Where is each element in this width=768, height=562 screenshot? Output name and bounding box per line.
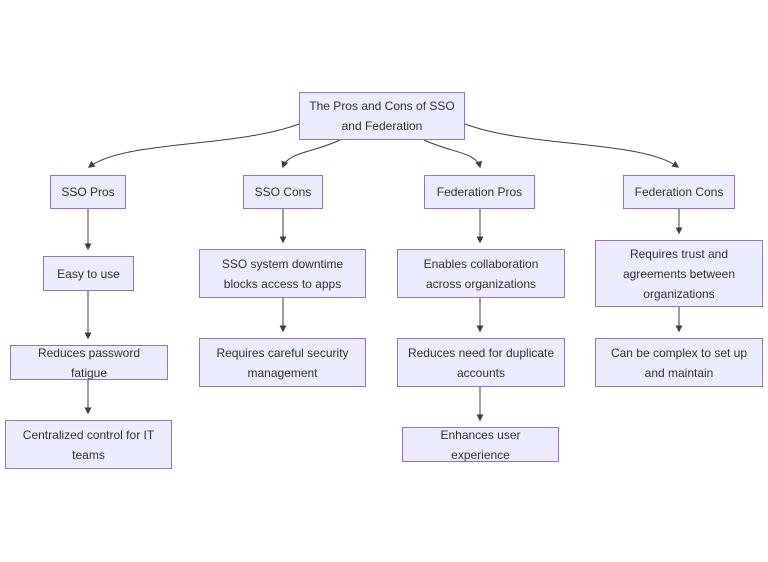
edge-root-federation-pros bbox=[423, 139, 482, 169]
edge-root-federation-cons bbox=[464, 123, 680, 168]
node-easy-to-use: Easy to use bbox=[43, 256, 134, 291]
edge-root-sso-pros bbox=[87, 123, 300, 168]
node-complex-setup: Can be complex to set up and maintain bbox=[595, 338, 763, 387]
node-federation-pros: Federation Pros bbox=[424, 175, 535, 209]
node-security-management: Requires careful security management bbox=[199, 338, 366, 387]
edge-root-sso-cons bbox=[281, 139, 341, 169]
node-duplicate-accounts: Reduces need for duplicate accounts bbox=[397, 338, 565, 387]
node-federation-cons: Federation Cons bbox=[623, 175, 735, 209]
node-password-fatigue: Reduces password fatigue bbox=[10, 345, 168, 380]
node-enables-collaboration: Enables collaboration across organizatio… bbox=[397, 249, 565, 298]
node-user-experience: Enhances user experience bbox=[402, 427, 559, 462]
node-sso-cons: SSO Cons bbox=[243, 175, 323, 209]
node-requires-trust: Requires trust and agreements between or… bbox=[595, 240, 763, 307]
node-centralized-control: Centralized control for IT teams bbox=[5, 420, 172, 469]
node-sso-downtime: SSO system downtime blocks access to app… bbox=[199, 249, 366, 298]
node-root-title: The Pros and Cons of SSO and Federation bbox=[299, 92, 465, 140]
node-sso-pros: SSO Pros bbox=[50, 175, 126, 209]
